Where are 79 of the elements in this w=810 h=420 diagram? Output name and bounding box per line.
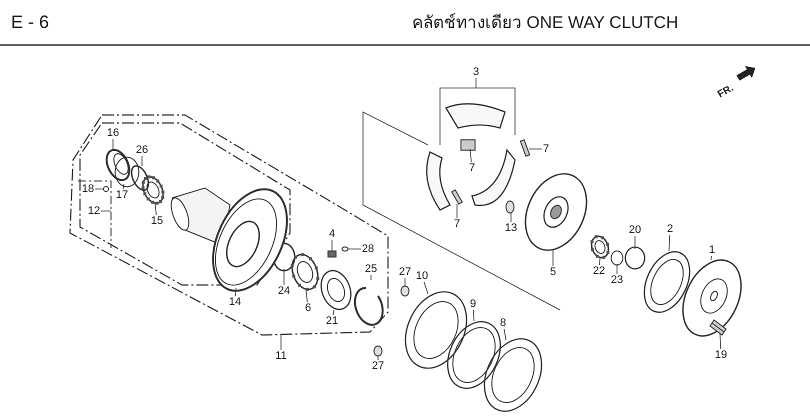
leader-line bbox=[599, 258, 600, 266]
ring-drawing bbox=[447, 321, 501, 389]
leader-line bbox=[710, 256, 712, 260]
callout-number: 2 bbox=[666, 223, 674, 235]
callout-number: 7 bbox=[468, 162, 476, 174]
leader-line bbox=[510, 212, 512, 222]
callout-number: 10 bbox=[416, 270, 428, 282]
callout-number: 19 bbox=[714, 349, 728, 361]
leader-line bbox=[634, 236, 636, 250]
leader-line bbox=[100, 210, 112, 212]
outline-frame bbox=[69, 114, 389, 336]
leader-line bbox=[370, 274, 372, 280]
leader-line bbox=[154, 202, 157, 216]
leader-line bbox=[348, 248, 362, 250]
callout-number: 8 bbox=[500, 317, 506, 329]
leader-line bbox=[668, 234, 670, 252]
leader-line bbox=[470, 148, 472, 162]
drive-plate-drawing bbox=[524, 173, 588, 251]
nut-drawing bbox=[374, 346, 382, 356]
callout-number: 14 bbox=[228, 296, 242, 308]
leader-line bbox=[94, 188, 104, 190]
callout-number: 12 bbox=[88, 205, 100, 217]
nut-drawing bbox=[400, 286, 410, 296]
cam-plate-drawing bbox=[624, 246, 646, 270]
callout-number: 3 bbox=[472, 66, 480, 78]
section-code: E - 6 bbox=[11, 12, 49, 32]
gear-drawing bbox=[590, 235, 610, 259]
callout-number: 24 bbox=[278, 285, 290, 297]
leader-line bbox=[456, 204, 458, 218]
callout-number: 27 bbox=[398, 266, 412, 278]
callout-number: 1 bbox=[708, 244, 716, 256]
callout-number: 4 bbox=[328, 228, 336, 240]
leader-line bbox=[424, 282, 428, 294]
callout-number: 9 bbox=[470, 298, 476, 310]
gasket-drawing bbox=[484, 338, 542, 412]
cover-drawing bbox=[682, 259, 742, 337]
nut-drawing bbox=[506, 200, 514, 214]
gasket-drawing bbox=[404, 291, 468, 369]
callout-number: 25 bbox=[364, 263, 378, 275]
callout-number: 20 bbox=[628, 224, 642, 236]
roller-cage-drawing bbox=[290, 253, 320, 291]
leader-line bbox=[306, 290, 308, 302]
leader-line bbox=[112, 138, 114, 152]
direction-label: FR. bbox=[716, 82, 736, 102]
leader-line bbox=[552, 250, 554, 266]
leader-line bbox=[235, 288, 236, 296]
cup-drawing bbox=[106, 148, 130, 182]
callout-number: 6 bbox=[304, 302, 312, 314]
callout-number: 13 bbox=[504, 222, 518, 234]
callout-number: 11 bbox=[275, 350, 287, 362]
callout-number: 17 bbox=[116, 189, 128, 201]
callout-number: 27 bbox=[372, 360, 384, 372]
callout-number: 18 bbox=[82, 183, 94, 195]
page-title: คลัตช์ทางเดียว ONE WAY CLUTCH bbox=[412, 13, 678, 33]
leader-line bbox=[528, 148, 542, 150]
leader-line bbox=[280, 334, 282, 350]
callout-number: 7 bbox=[542, 143, 550, 155]
gasket-drawing bbox=[644, 251, 690, 313]
callout-number: 28 bbox=[362, 243, 374, 255]
leader-line bbox=[616, 264, 618, 274]
spring-drawing bbox=[520, 139, 530, 157]
callout-number: 26 bbox=[136, 144, 148, 156]
gear-drawing bbox=[142, 175, 164, 205]
clutch-drum-drawing bbox=[170, 187, 288, 292]
leader-line bbox=[122, 184, 124, 190]
callout-number: 16 bbox=[106, 127, 120, 139]
leader-line bbox=[472, 310, 474, 322]
callout-number: 7 bbox=[454, 218, 460, 230]
leader-line bbox=[404, 278, 406, 286]
callout-number: 23 bbox=[610, 274, 624, 286]
leader-line bbox=[504, 328, 506, 340]
leader-line bbox=[720, 334, 722, 350]
callout-number: 21 bbox=[326, 315, 338, 327]
callout-number: 15 bbox=[150, 215, 164, 227]
callout-number: 22 bbox=[592, 265, 606, 277]
washer-drawing bbox=[610, 250, 624, 266]
callout-number: 5 bbox=[550, 266, 556, 278]
clutch-shoes-drawing bbox=[426, 88, 516, 211]
leader-line bbox=[332, 310, 334, 316]
